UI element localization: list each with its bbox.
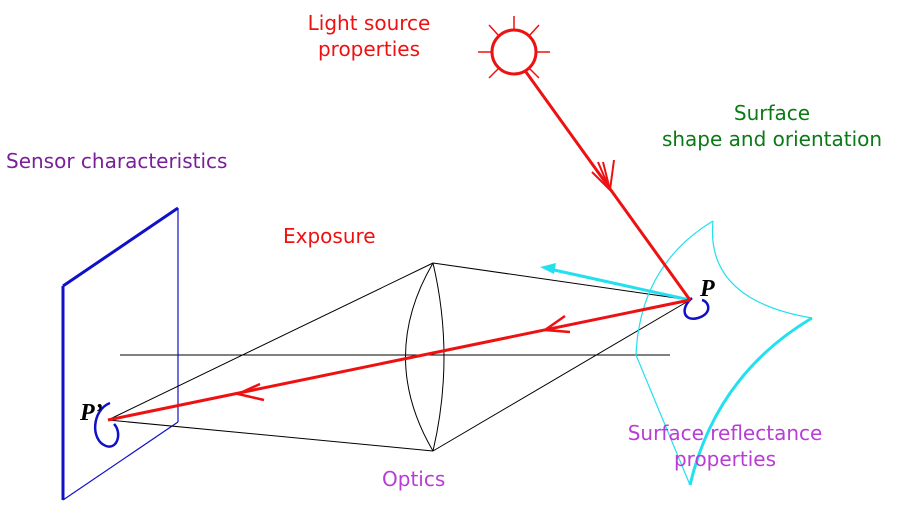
lens (405, 262, 445, 452)
imaging-ray (107, 298, 691, 422)
sensor-label: Sensor characteristics (6, 149, 228, 173)
light-cone (107, 262, 691, 452)
surface-shape-line1: Surface (733, 101, 811, 125)
point-p-label: P (700, 276, 715, 302)
surface-patch (635, 220, 813, 486)
incident-ray (524, 71, 692, 301)
sensor-plane (61, 206, 179, 501)
reflectance-line1: Surface reflectance (627, 421, 823, 445)
reflectance-label: Surface reflectance properties (628, 420, 823, 472)
optics-label: Optics (382, 467, 446, 491)
point-p-prime-label: P’ (80, 400, 103, 426)
sun-icon (478, 16, 550, 79)
surface-shape-line2: shape and orientation (661, 127, 883, 151)
light-source-line1: Light source (307, 11, 431, 35)
surface-normal-arrow (540, 263, 691, 302)
exposure-label: Exposure (283, 224, 376, 248)
rotation-loop-p (683, 297, 710, 320)
surface-shape-label: Surface shape and orientation (662, 100, 882, 152)
reflectance-line2: properties (673, 447, 777, 471)
light-source-label: Light source properties (308, 10, 431, 62)
light-source-line2: properties (317, 37, 421, 61)
rotation-loop-p-prime (93, 401, 120, 448)
